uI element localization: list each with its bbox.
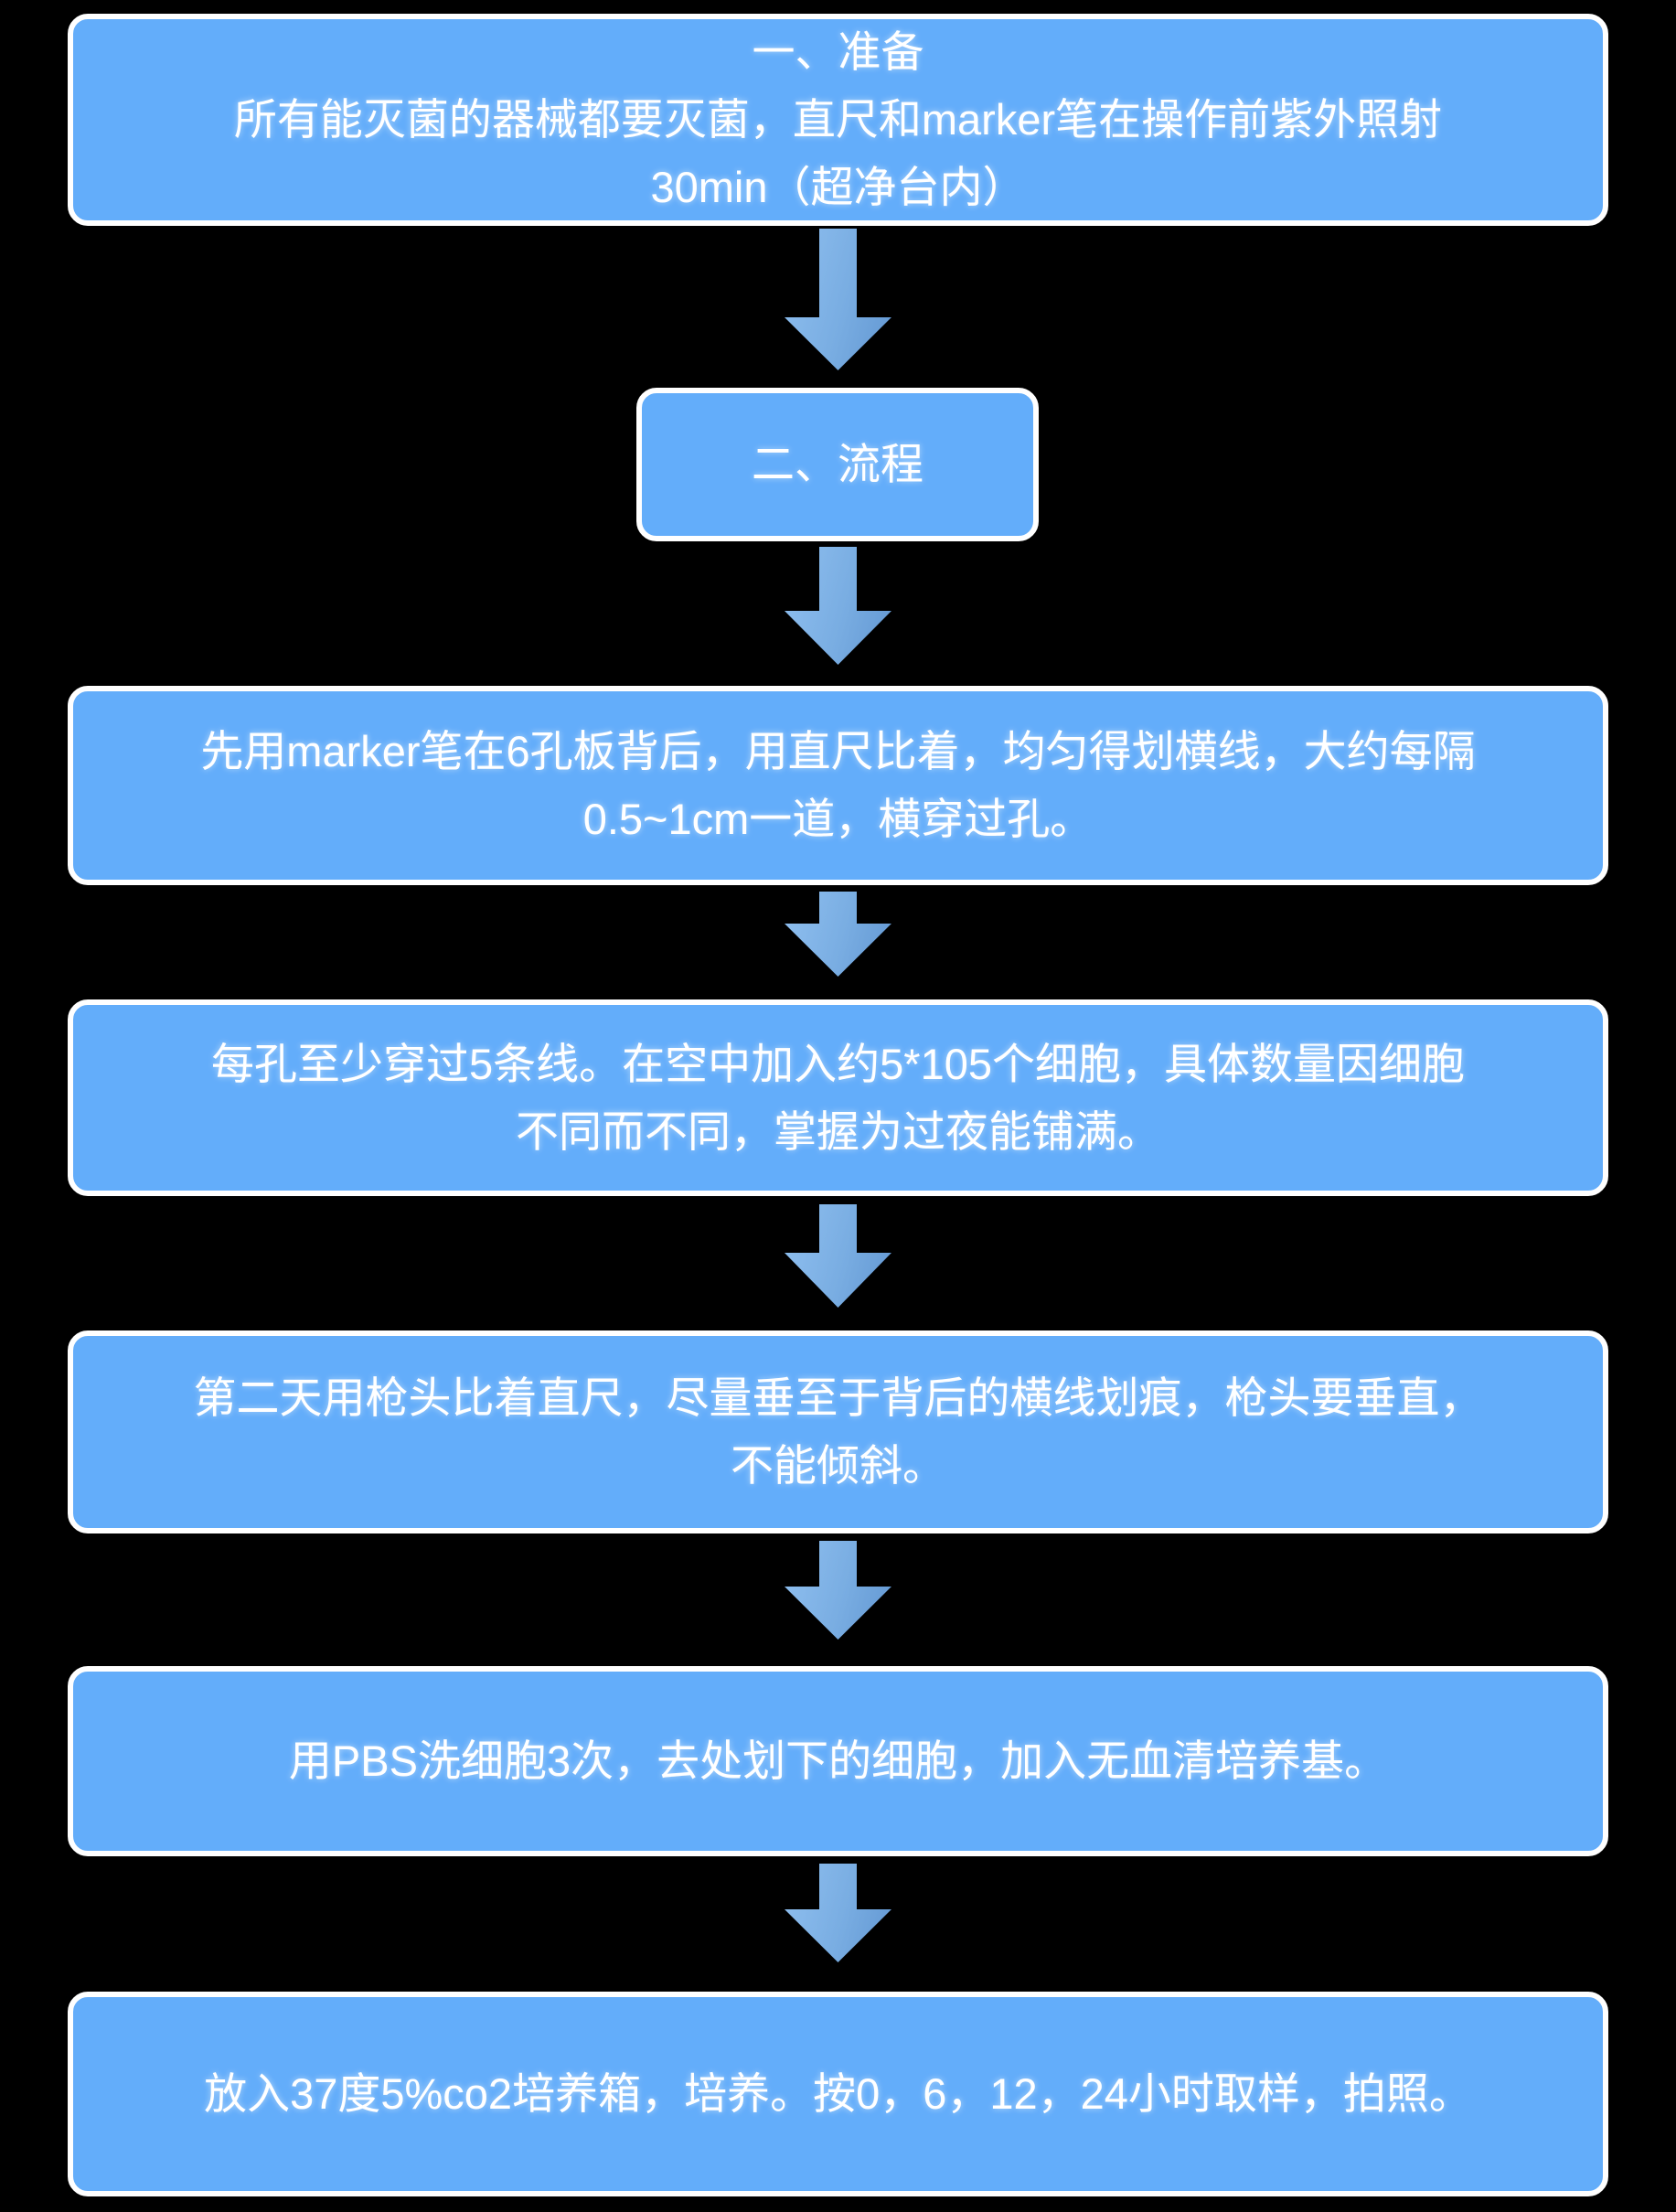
flow-box-draw-lines: 先用marker笔在6孔板背后，用直尺比着，均匀得划横线，大约每隔 0.5~1c… <box>68 686 1608 885</box>
flow-box-prepare-line-1: 一、准备 <box>752 27 924 76</box>
flow-box-process-title-line-1: 二、流程 <box>752 440 923 488</box>
flow-box-prepare: 一、准备 所有能灭菌的器械都要灭菌，直尺和marker笔在操作前紫外照射 30m… <box>68 14 1608 226</box>
arrow-down-icon <box>785 1541 891 1640</box>
flow-box-wash-line-1: 用PBS洗细胞3次，去处划下的细胞，加入无血清培养基。 <box>288 1736 1388 1785</box>
arrow-down-icon <box>785 892 891 977</box>
flow-box-seed-cells-line-2: 不同而不同，掌握为过夜能铺满。 <box>516 1106 1160 1156</box>
flow-box-seed-cells: 每孔至少穿过5条线。在空中加入约5*105个细胞，具体数量因细胞 不同而不同，掌… <box>68 999 1608 1196</box>
arrow-down-icon <box>785 547 891 665</box>
arrow-down-icon <box>785 229 891 370</box>
flow-box-process-title: 二、流程 <box>636 388 1039 541</box>
arrow-down-icon <box>785 1864 891 1962</box>
flow-box-seed-cells-line-1: 每孔至少穿过5条线。在空中加入约5*105个细胞，具体数量因细胞 <box>211 1039 1465 1088</box>
arrow-down-icon <box>785 1204 891 1308</box>
flow-box-incubate-line-1: 放入37度5%co2培养箱，培养。按0，6，12，24小时取样，拍照。 <box>204 2069 1472 2118</box>
flow-box-prepare-line-2: 所有能灭菌的器械都要灭菌，直尺和marker笔在操作前紫外照射 <box>233 95 1443 144</box>
flow-box-scratch-line-2: 不能倾斜。 <box>731 1441 945 1490</box>
flow-box-wash: 用PBS洗细胞3次，去处划下的细胞，加入无血清培养基。 <box>68 1666 1608 1856</box>
flow-box-draw-lines-line-2: 0.5~1cm一道，横穿过孔。 <box>582 795 1094 843</box>
flow-box-scratch: 第二天用枪头比着直尺，尽量垂至于背后的横线划痕，枪头要垂直， 不能倾斜。 <box>68 1330 1608 1533</box>
flow-box-incubate: 放入37度5%co2培养箱，培养。按0，6，12，24小时取样，拍照。 <box>68 1992 1608 2196</box>
flow-box-draw-lines-line-1: 先用marker笔在6孔板背后，用直尺比着，均匀得划横线，大约每隔 <box>200 727 1476 775</box>
flow-box-scratch-line-1: 第二天用枪头比着直尺，尽量垂至于背后的横线划痕，枪头要垂直， <box>193 1373 1483 1422</box>
flow-box-prepare-line-3: 30min（超净台内） <box>650 163 1026 211</box>
